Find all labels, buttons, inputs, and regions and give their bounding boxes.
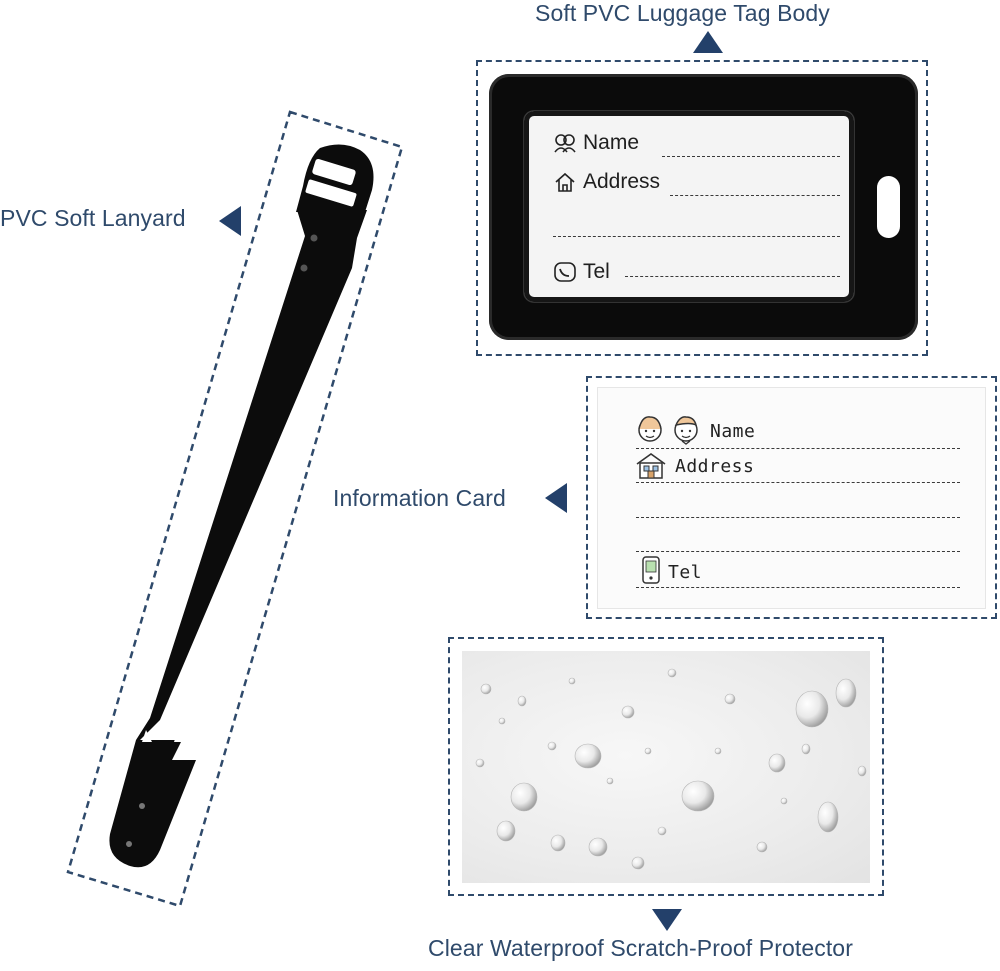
tag-name-label: Name <box>583 131 640 154</box>
people-icon <box>553 132 577 154</box>
buckle-slot-bottom <box>305 179 357 207</box>
lanyard-pointer-icon <box>219 206 241 236</box>
card-blank-line-2 <box>636 551 960 552</box>
tag-strap-slot <box>877 176 900 238</box>
lanyard-frame <box>66 110 404 908</box>
phone-icon <box>553 261 577 283</box>
tag-name-line <box>662 156 840 157</box>
lanyard-illustration <box>0 0 470 966</box>
house-building-icon <box>635 452 667 485</box>
water-droplets <box>475 668 867 870</box>
tag-address-row: Address <box>553 170 660 194</box>
tag-tel-row: Tel <box>553 260 610 284</box>
tag-address-line <box>670 195 840 196</box>
card-address-line <box>636 482 960 483</box>
card-address-label: Address <box>675 456 755 477</box>
card-name-label: Name <box>710 421 756 442</box>
info-card-caption: Information Card <box>333 485 506 511</box>
info-card-pointer-icon <box>545 483 567 513</box>
protector-pointer-icon <box>652 909 682 931</box>
lanyard-caption: PVC Soft Lanyard <box>0 205 186 231</box>
card-tel-label: Tel <box>668 562 703 583</box>
tag-tel-line <box>625 276 840 277</box>
lanyard-svg <box>66 110 404 908</box>
card-tel-line <box>636 587 960 588</box>
boy-face-icon <box>670 413 702 450</box>
buckle-slot-top <box>312 158 356 186</box>
information-card <box>598 388 985 608</box>
tag-window <box>524 111 854 302</box>
tag-address-label: Address <box>583 170 661 193</box>
tag-body-frame <box>476 60 928 356</box>
mobile-phone-icon <box>641 555 661 590</box>
protector-caption: Clear Waterproof Scratch-Proof Protector <box>428 935 853 961</box>
protector-frame <box>448 637 884 896</box>
tag-body-caption: Soft PVC Luggage Tag Body <box>535 0 830 26</box>
tag-body-pointer-icon <box>693 31 723 53</box>
tag-name-row: Name <box>553 131 639 155</box>
card-blank-line-1 <box>636 517 960 518</box>
girl-face-icon <box>634 413 666 450</box>
protector-sheet <box>462 651 870 883</box>
card-name-line <box>636 448 960 449</box>
info-card-frame <box>586 376 997 619</box>
tag-tel-label: Tel <box>583 260 610 283</box>
house-icon <box>553 171 577 193</box>
tag-blank-line <box>553 236 840 237</box>
lanyard-strap <box>109 144 374 868</box>
